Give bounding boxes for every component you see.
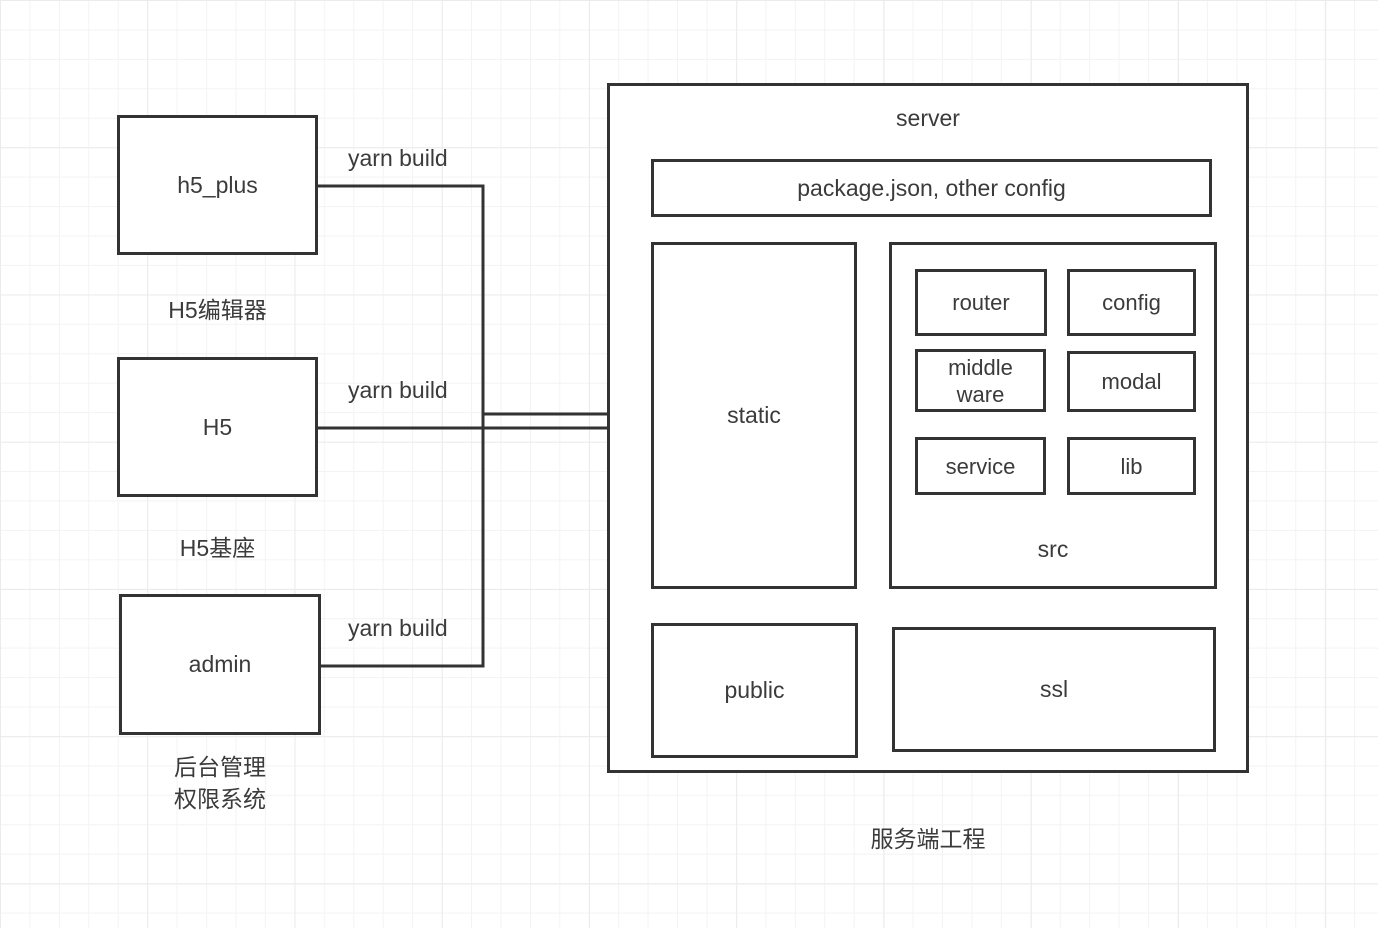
- caption-h5-editor: H5编辑器: [117, 294, 318, 326]
- node-service: service: [915, 437, 1046, 495]
- node-router-label: router: [952, 290, 1010, 315]
- node-middleware-label: middle ware: [948, 354, 1013, 407]
- node-lib: lib: [1067, 437, 1196, 495]
- node-public: public: [651, 623, 858, 758]
- node-static: static: [651, 242, 857, 589]
- caption-admin-line-1: 后台管理: [174, 754, 266, 780]
- node-admin-label: admin: [188, 651, 252, 677]
- caption-h5-editor-line: H5编辑器: [168, 297, 267, 323]
- node-config: config: [1067, 269, 1196, 336]
- caption-admin-system: 后台管理 权限系统: [119, 751, 321, 815]
- node-ssl-label: ssl: [1039, 676, 1069, 702]
- node-package-config: package.json, other config: [651, 159, 1212, 217]
- edge-label-yarn-build-1: yarn build: [348, 145, 448, 171]
- edge-label-yarn-build-2: yarn build: [348, 377, 448, 403]
- caption-server-project: 服务端工程: [870, 826, 986, 852]
- node-src: router config middle ware modal service …: [889, 242, 1217, 589]
- edge-label-yarn-build-3: yarn build: [348, 615, 448, 641]
- node-h5-plus-label: h5_plus: [177, 171, 258, 198]
- node-package-config-label: package.json, other config: [797, 174, 1066, 201]
- node-lib-label: lib: [1120, 453, 1143, 479]
- caption-h5-base-line: H5基座: [179, 535, 256, 561]
- node-modal-label: modal: [1101, 369, 1162, 394]
- server-title: server: [896, 105, 960, 131]
- node-modal: modal: [1067, 351, 1196, 412]
- node-src-label: src: [1037, 536, 1069, 562]
- connector-h5plus-admin-trunk: [318, 184, 485, 668]
- caption-h5-base: H5基座: [117, 532, 318, 564]
- node-config-label: config: [1102, 290, 1161, 315]
- node-router: router: [915, 269, 1047, 336]
- node-ssl: ssl: [892, 627, 1216, 752]
- node-server: server package.json, other config static…: [607, 83, 1249, 773]
- node-static-label: static: [727, 402, 781, 428]
- caption-admin-line-2: 权限系统: [174, 786, 266, 812]
- node-h5-label: H5: [202, 413, 233, 440]
- node-h5-plus: h5_plus: [117, 115, 318, 255]
- node-public-label: public: [724, 677, 785, 703]
- node-admin: admin: [119, 594, 321, 735]
- node-middleware: middle ware: [915, 349, 1046, 412]
- node-service-label: service: [945, 453, 1016, 479]
- node-h5: H5: [117, 357, 318, 497]
